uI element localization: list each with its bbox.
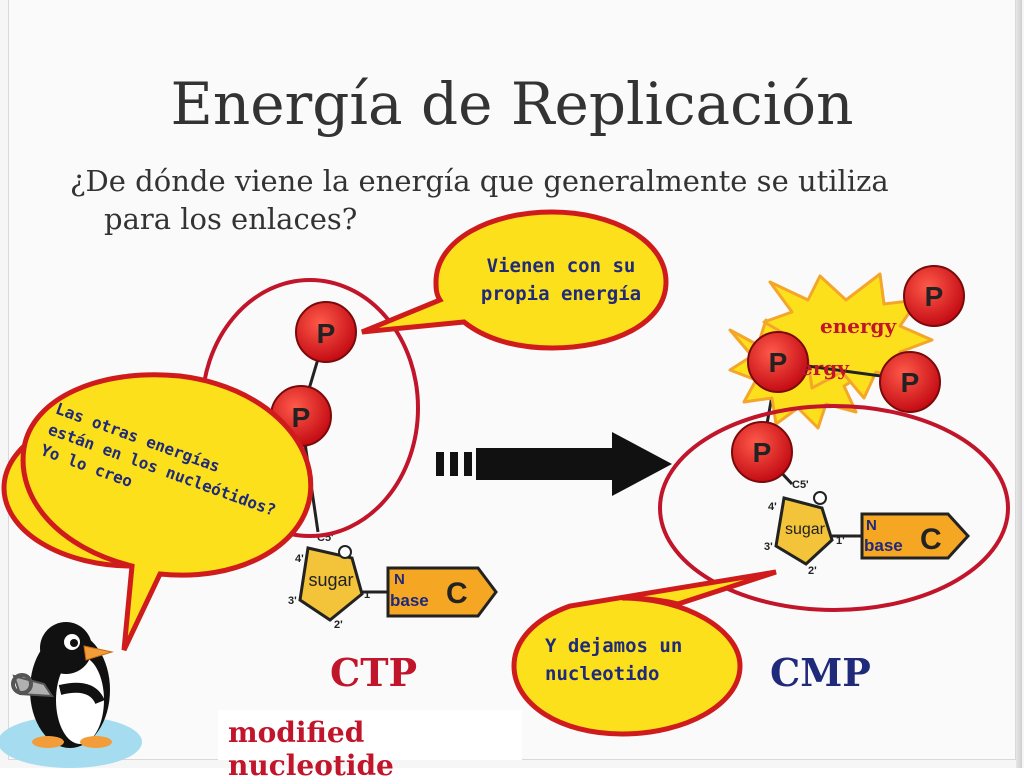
svg-text:2': 2' — [808, 565, 817, 577]
energy-label-back: ergy — [800, 356, 849, 380]
cmp-phosphates: P P P P — [731, 265, 965, 483]
cmp-base — [860, 512, 971, 560]
cmp-phosphate-detached-2 — [879, 351, 941, 413]
ctp-sugar-label: sugar — [308, 570, 353, 590]
bubble-dejamos — [511, 569, 777, 737]
ctp-base — [386, 566, 498, 618]
bubble-vienen — [361, 209, 669, 351]
question-line-2: para los enlaces? — [104, 202, 358, 236]
svg-text:N: N — [394, 571, 405, 588]
cmp-label: CMP — [770, 650, 871, 695]
svg-text:2': 2' — [334, 619, 343, 631]
svg-text:P: P — [753, 437, 772, 468]
bubble-vienen-text: Vienen con su propia energía — [480, 255, 642, 305]
question-line-1: ¿De dónde viene la energía que generalme… — [70, 164, 889, 198]
bubble-otras — [20, 372, 314, 652]
svg-text:P: P — [317, 318, 336, 349]
cmp-ring — [658, 404, 1010, 612]
bubble-dejamos-text: Y dejamos un nucleotido — [545, 635, 683, 685]
svg-text:4': 4' — [295, 553, 304, 565]
slide-question: ¿De dónde viene la energía que generalme… — [70, 162, 970, 238]
caption-text: modified nucleotide — [228, 716, 394, 782]
cmp-phosphate-1 — [747, 331, 809, 393]
svg-text:P: P — [901, 367, 920, 398]
svg-text:base: base — [390, 591, 429, 610]
reaction-arrow — [436, 432, 672, 496]
cmp-phosphate-detached-1 — [903, 265, 965, 327]
svg-text:base: base — [864, 536, 903, 555]
svg-text:3': 3' — [764, 541, 773, 553]
svg-text:1': 1' — [836, 535, 845, 547]
ctp-molecule: sugar 4' 3' 2' 1' C5' N base C P P — [270, 301, 498, 631]
svg-text:1': 1' — [364, 589, 373, 601]
svg-text:N: N — [866, 517, 877, 534]
svg-text:P: P — [925, 281, 944, 312]
svg-text:C: C — [446, 577, 468, 610]
penguin-icon — [0, 622, 142, 768]
cmp-molecule: sugar 4' 3' 2' 1' C5' N base C — [760, 361, 971, 577]
svg-text:C: C — [920, 523, 942, 556]
svg-text:3': 3' — [288, 595, 297, 607]
ctp-label: CTP — [330, 650, 418, 695]
energy-label-front: energy — [820, 314, 897, 338]
svg-text:4': 4' — [768, 501, 777, 513]
cmp-phosphate-2 — [731, 421, 793, 483]
svg-text:P: P — [292, 402, 311, 433]
cmp-sugar — [774, 496, 834, 566]
svg-text:P: P — [769, 347, 788, 378]
ctp-phosphate-1 — [295, 301, 357, 363]
slide-title: Energía de Replicación — [170, 70, 854, 138]
slide-edge-shadow — [1016, 0, 1022, 768]
svg-text:C5': C5' — [792, 479, 809, 491]
caption-box: modified nucleotide — [218, 710, 522, 782]
cmp-sugar-label: sugar — [785, 521, 826, 538]
